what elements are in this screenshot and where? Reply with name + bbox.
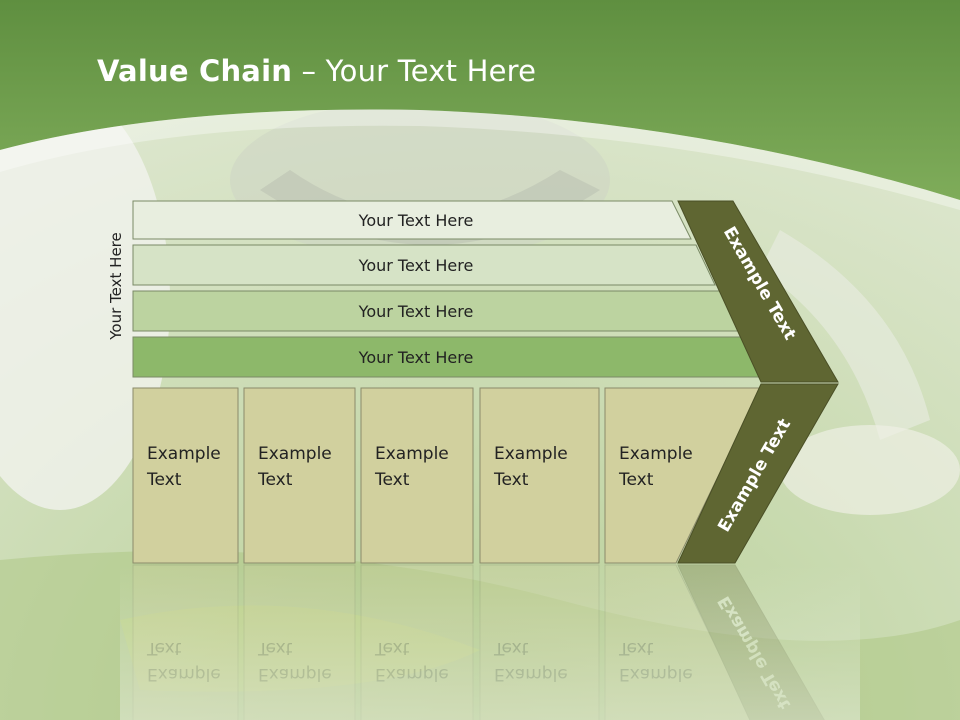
support-row-1 (132, 200, 692, 240)
primary-box-label-line1: Example (494, 444, 568, 464)
primary-box-label-line2: Text (618, 470, 654, 490)
title-bold: Value Chain (97, 54, 293, 88)
reflection-fade (120, 565, 860, 720)
primary-box-label-line2: Text (257, 470, 293, 490)
support-row-label-2: Your Text Here (358, 256, 474, 275)
primary-box-label-line1: Example (147, 444, 221, 464)
primary-box-3 (360, 387, 474, 564)
support-row-label-1: Your Text Here (358, 211, 474, 230)
primary-box-label-line1: Example (375, 444, 449, 464)
primary-box-2 (243, 387, 356, 564)
support-row-label-3: Your Text Here (358, 302, 474, 321)
primary-box-4 (479, 387, 600, 564)
page-title: Value Chain – Your Text Here (97, 54, 536, 88)
primary-box-label-line2: Text (146, 470, 182, 490)
primary-box-5 (604, 387, 762, 564)
margin-arrow-upper (677, 200, 839, 383)
primary-box-label-line1: Example (258, 444, 332, 464)
support-row-2 (132, 244, 716, 286)
primary-box-label-line1: Example (619, 444, 693, 464)
margin-arrow-lower (677, 383, 839, 564)
primary-box-label-line2: Text (374, 470, 410, 490)
primary-box-label-line2: Text (493, 470, 529, 490)
title-rest: – Your Text Here (292, 54, 537, 88)
support-row-label-4: Your Text Here (358, 348, 474, 367)
primary-box-1 (132, 387, 239, 564)
